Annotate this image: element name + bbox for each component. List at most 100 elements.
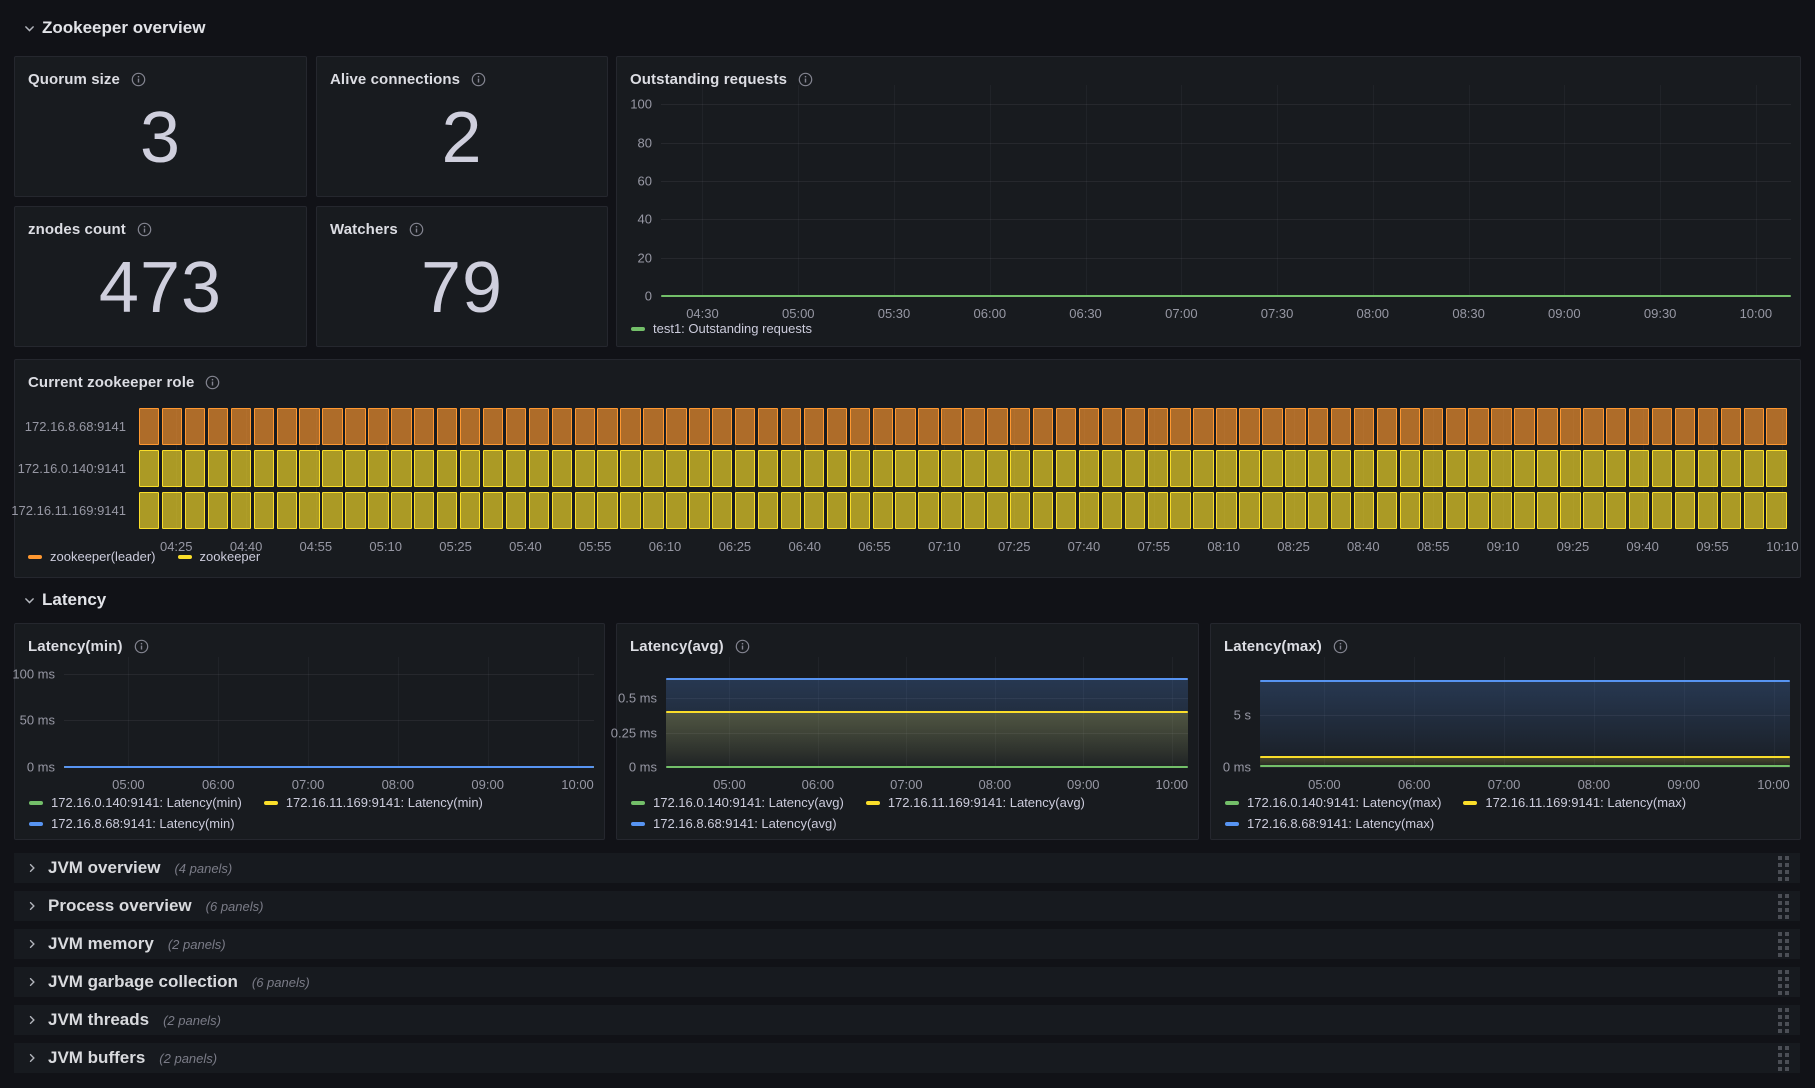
- state-bar: [1032, 450, 1054, 487]
- legend-label: 172.16.11.169:9141: Latency(avg): [887, 795, 1085, 810]
- chart-legend: 172.16.0.140:9141: Latency(max) 172.16.11…: [1225, 792, 1792, 834]
- panel-watchers: Watchers 79: [316, 206, 608, 347]
- state-bar: [941, 492, 962, 529]
- panel-title[interactable]: Latency(min): [28, 637, 123, 655]
- section-row-jvm-memory[interactable]: JVM memory (2 panels): [14, 929, 1800, 959]
- state-bar: [597, 408, 618, 445]
- state-bar: [964, 492, 985, 529]
- legend-item[interactable]: 172.16.0.140:9141: Latency(max): [1225, 792, 1441, 813]
- legend-item[interactable]: zookeeper(leader): [28, 546, 156, 567]
- state-bar: [666, 408, 687, 445]
- legend-item[interactable]: 172.16.11.169:9141: Latency(avg): [865, 792, 1085, 813]
- state-bar: [1445, 450, 1466, 487]
- legend-swatch: [865, 800, 880, 805]
- panel-title[interactable]: Alive connections: [330, 70, 461, 88]
- chart-legend: zookeeper(leader) zookeeper: [28, 546, 1792, 567]
- info-icon[interactable]: [134, 639, 149, 654]
- panel-title[interactable]: Current zookeeper role: [28, 373, 195, 391]
- state-bar: [620, 408, 641, 445]
- state-bar: [597, 492, 618, 529]
- state-bar: [230, 492, 252, 529]
- section-row-jvm-garbage-collection[interactable]: JVM garbage collection (6 panels): [14, 967, 1800, 997]
- series-fill: [1260, 757, 1790, 767]
- chart-legend: 172.16.0.140:9141: Latency(avg) 172.16.11…: [631, 792, 1190, 834]
- state-bar: [1285, 492, 1306, 529]
- x-tick-label: 10:00: [561, 777, 594, 792]
- state-bar: [207, 492, 229, 529]
- legend-item[interactable]: test1: Outstanding requests: [631, 318, 812, 339]
- legend-label: 172.16.0.140:9141: Latency(min): [51, 795, 242, 810]
- state-bar: [161, 492, 183, 529]
- panel-title[interactable]: Outstanding requests: [630, 70, 788, 88]
- y-tick-label: 60: [637, 173, 652, 189]
- section-row-jvm-threads[interactable]: JVM threads (2 panels): [14, 1005, 1800, 1035]
- state-bar: [826, 450, 848, 487]
- section-row-jvm-buffers[interactable]: JVM buffers (2 panels): [14, 1043, 1800, 1073]
- legend-item[interactable]: 172.16.11.169:9141: Latency(max): [1463, 792, 1686, 813]
- gridline-vertical: [1660, 85, 1662, 296]
- section-row-process-overview[interactable]: Process overview (6 panels): [14, 891, 1800, 921]
- state-bar: [1743, 450, 1764, 487]
- state-bar: [253, 492, 275, 529]
- x-tick-label: 09:30: [1643, 306, 1677, 321]
- legend-label: 172.16.8.68:9141: Latency(avg): [653, 816, 837, 831]
- state-bar: [253, 408, 275, 445]
- info-icon[interactable]: [205, 375, 220, 390]
- legend-item[interactable]: 172.16.11.169:9141: Latency(min): [263, 792, 483, 813]
- state-bar: [1514, 492, 1535, 529]
- state-bar: [1583, 450, 1604, 487]
- series-line: [666, 766, 1188, 768]
- panel-title[interactable]: Watchers: [330, 220, 398, 238]
- drag-handle-icon[interactable]: [1777, 969, 1790, 996]
- info-icon[interactable]: [409, 222, 424, 237]
- info-icon[interactable]: [137, 222, 152, 237]
- state-bar: [918, 408, 939, 445]
- drag-handle-icon[interactable]: [1777, 893, 1790, 920]
- state-bar: [1330, 450, 1352, 487]
- state-bar: [1491, 450, 1512, 487]
- panel-title[interactable]: znodes count: [28, 220, 126, 238]
- drag-handle-icon[interactable]: [1777, 1045, 1790, 1072]
- info-icon[interactable]: [471, 72, 486, 87]
- legend-item[interactable]: 172.16.8.68:9141: Latency(avg): [631, 813, 837, 834]
- legend-item[interactable]: 172.16.8.68:9141: Latency(max): [1225, 813, 1434, 834]
- gridline-horizontal: [666, 732, 1188, 734]
- legend-item[interactable]: zookeeper: [177, 546, 260, 567]
- state-bar: [1330, 492, 1352, 529]
- info-icon[interactable]: [131, 72, 146, 87]
- panel-title[interactable]: Latency(max): [1224, 637, 1322, 655]
- chevron-right-icon: [26, 1052, 38, 1064]
- state-bar: [895, 492, 916, 529]
- state-bar: [1491, 492, 1512, 529]
- series-fill: [666, 679, 1188, 767]
- section-header-latency[interactable]: Latency: [23, 590, 106, 610]
- legend-item[interactable]: 172.16.0.140:9141: Latency(avg): [631, 792, 844, 813]
- panel-title[interactable]: Quorum size: [28, 70, 120, 88]
- gridline-vertical: [1593, 657, 1595, 767]
- info-icon[interactable]: [798, 72, 813, 87]
- section-header-zookeeper-overview[interactable]: Zookeeper overview: [23, 18, 205, 38]
- state-bar: [1055, 408, 1077, 445]
- state-bar: [597, 450, 618, 487]
- state-bar: [1399, 408, 1421, 445]
- chevron-right-icon: [26, 938, 38, 950]
- drag-handle-icon[interactable]: [1777, 931, 1790, 958]
- info-icon[interactable]: [1333, 639, 1348, 654]
- section-row-jvm-overview[interactable]: JVM overview (4 panels): [14, 853, 1800, 883]
- state-bar: [1628, 492, 1650, 529]
- drag-handle-icon[interactable]: [1777, 855, 1790, 882]
- panel-title[interactable]: Latency(avg): [630, 637, 724, 655]
- drag-handle-icon[interactable]: [1777, 1007, 1790, 1034]
- legend-item[interactable]: 172.16.8.68:9141: Latency(min): [29, 813, 235, 834]
- state-bar: [712, 408, 733, 445]
- y-tick-label: 0.5 ms: [617, 690, 657, 706]
- info-icon[interactable]: [735, 639, 750, 654]
- legend-item[interactable]: 172.16.0.140:9141: Latency(min): [29, 792, 242, 813]
- state-bar: [1055, 492, 1077, 529]
